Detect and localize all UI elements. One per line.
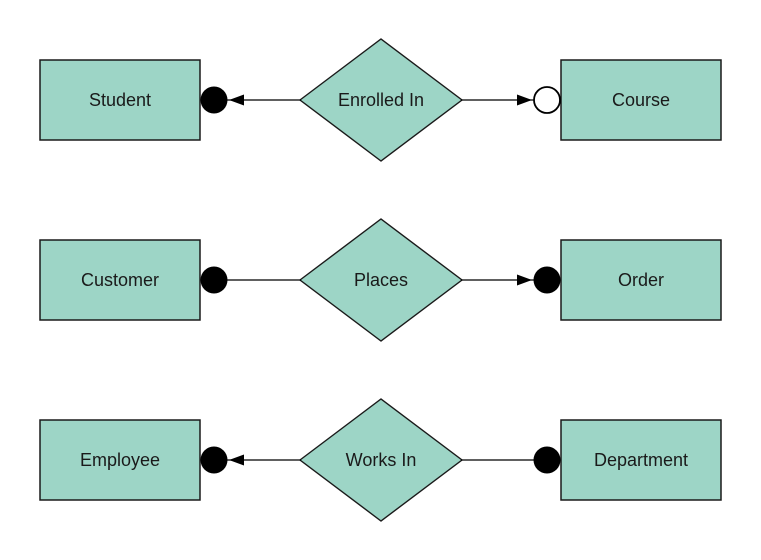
- filled-circle-icon: [200, 446, 228, 474]
- filled-circle-icon: [533, 266, 561, 294]
- student-entity-box: [39, 59, 201, 141]
- row-employee-works-in-department: [39, 398, 722, 522]
- department-entity-box: [560, 419, 722, 501]
- filled-circle-icon: [200, 86, 228, 114]
- row-student-enrolled-in-course: [39, 38, 722, 162]
- arrowhead-left-icon: [229, 454, 244, 466]
- open-circle-icon: [533, 86, 561, 114]
- works-in-relationship-diamond: [298, 398, 464, 522]
- customer-entity-box: [39, 239, 201, 321]
- places-relationship-diamond: [298, 218, 464, 342]
- arrowhead-right-icon: [517, 94, 532, 106]
- course-entity-box: [560, 59, 722, 141]
- order-entity-box: [560, 239, 722, 321]
- employee-entity-box: [39, 419, 201, 501]
- arrowhead-left-icon: [229, 94, 244, 106]
- filled-circle-icon: [200, 266, 228, 294]
- enrolled-in-relationship-diamond: [298, 38, 464, 162]
- row-customer-places-order: [39, 218, 722, 342]
- arrowhead-right-icon: [517, 274, 532, 286]
- filled-circle-icon: [533, 446, 561, 474]
